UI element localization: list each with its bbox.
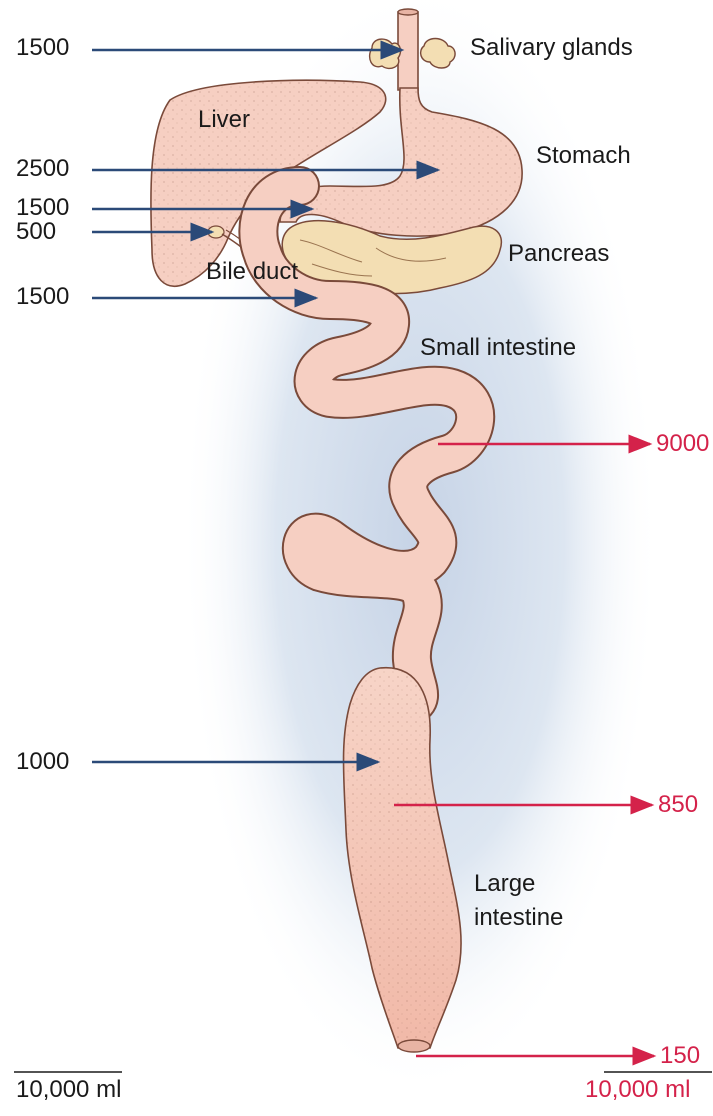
input-pancreas-value: 1500 xyxy=(16,196,69,220)
input-large-intestine-value: 1000 xyxy=(16,750,69,774)
output-large-intestine-value: 850 xyxy=(658,793,698,817)
output-total: 10,000 ml xyxy=(585,1078,690,1102)
label-small-intestine: Small intestine xyxy=(420,336,576,360)
input-bile-value: 500 xyxy=(16,220,56,244)
input-total: 10,000 ml xyxy=(16,1078,121,1102)
label-large-intestine-line2: intestine xyxy=(474,906,563,930)
input-stomach-value: 2500 xyxy=(16,157,69,181)
label-stomach: Stomach xyxy=(536,144,631,168)
input-small-intestine-value: 1500 xyxy=(16,285,69,309)
input-salivary-value: 1500 xyxy=(16,36,69,60)
output-small-intestine-value: 9000 xyxy=(656,432,709,456)
output-feces-value: 150 xyxy=(660,1044,700,1068)
label-large-intestine-line1: Large xyxy=(474,872,535,896)
label-salivary-glands: Salivary glands xyxy=(470,36,633,60)
label-bile-duct: Bile duct xyxy=(206,260,298,284)
label-pancreas: Pancreas xyxy=(508,242,609,266)
label-liver: Liver xyxy=(198,108,250,132)
